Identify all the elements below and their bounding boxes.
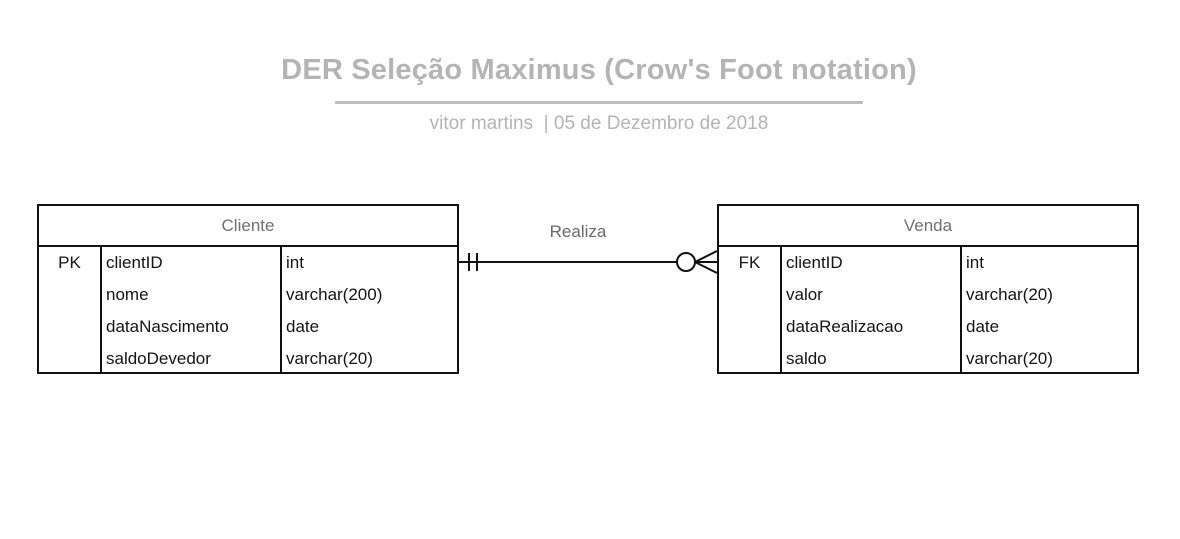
field-type: varchar(20) [966, 285, 1053, 304]
entity-header: Cliente [39, 206, 457, 247]
field-name: saldoDevedor [106, 349, 211, 368]
field-name: dataRealizacao [786, 317, 904, 336]
field-name: saldo [786, 349, 827, 368]
entity-header: Venda [719, 206, 1137, 247]
field-type: varchar(20) [286, 349, 373, 368]
crow-foot-mark [694, 250, 718, 263]
zero-circle-mark [676, 252, 696, 272]
crow-foot-mark [694, 261, 718, 274]
key-column: FK [719, 247, 780, 374]
field-name: clientID [786, 253, 843, 272]
entity-body: FK clientID valor dataRealizacao saldo i… [719, 247, 1137, 374]
field-name: dataNascimento [106, 317, 229, 336]
diagram-title: DER Seleção Maximus (Crow's Foot notatio… [281, 54, 917, 86]
field-type: date [966, 317, 1000, 336]
field-type: int [966, 253, 984, 272]
entity-cliente[interactable]: Cliente PK clientID nome dataNascimento … [37, 204, 459, 374]
field-type: date [286, 317, 320, 336]
entity-venda[interactable]: Venda FK clientID valor dataRealizacao s… [717, 204, 1139, 374]
diagram-subtitle: vitor martins | 05 de Dezembro de 2018 [429, 113, 769, 134]
field-type: varchar(20) [966, 349, 1053, 368]
key-column: PK [39, 247, 100, 374]
type-column: int varchar(20) date varchar(20) [960, 247, 1137, 374]
relationship-label: Realiza [549, 222, 607, 241]
field-type: varchar(200) [286, 285, 383, 304]
key-cell: PK [58, 253, 81, 272]
key-cell: FK [738, 253, 761, 272]
field-column: clientID nome dataNascimento saldoDevedo… [100, 247, 280, 374]
type-column: int varchar(200) date varchar(20) [280, 247, 457, 374]
field-column: clientID valor dataRealizacao saldo [780, 247, 960, 374]
entity-body: PK clientID nome dataNascimento saldoDev… [39, 247, 457, 374]
field-name: valor [786, 285, 823, 304]
field-type: int [286, 253, 304, 272]
field-name: nome [106, 285, 149, 304]
title-underline [335, 101, 863, 104]
field-name: clientID [106, 253, 163, 272]
